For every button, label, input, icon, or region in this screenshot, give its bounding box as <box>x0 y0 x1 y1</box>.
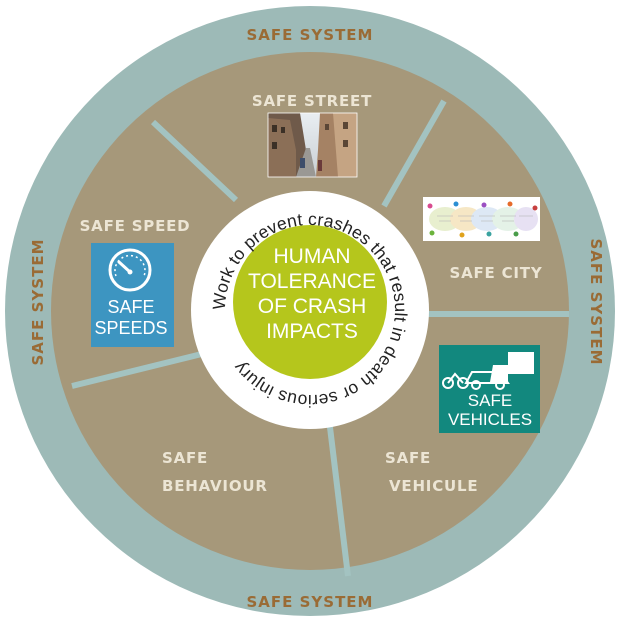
label-safe-speed: SAFE SPEED <box>80 217 191 235</box>
speedometer-icon <box>108 248 152 292</box>
label-safe-behaviour-1: SAFE <box>162 449 208 467</box>
street-photo <box>267 112 358 178</box>
speeds-badge-line-1: SAFE <box>107 297 154 317</box>
segment-labels: SAFE STREET SAFE SPEED SAFE CITY SAFE BE… <box>80 92 542 495</box>
vehicles-icon <box>442 352 534 390</box>
label-safe-behaviour-2: BEHAVIOUR <box>162 477 268 495</box>
outer-label-left: SAFE SYSTEM <box>29 238 47 365</box>
center-line-2: TOLERANCE <box>248 270 376 293</box>
safe-speeds-badge: SAFE SPEEDS <box>91 243 174 347</box>
city-diagram-image <box>423 197 540 241</box>
safe-vehicles-badge: SAFE VEHICLES <box>439 345 540 433</box>
center-core <box>233 225 387 379</box>
divider-left <box>71 346 223 389</box>
center-line-1: HUMAN <box>274 245 351 268</box>
label-safe-vehicule-2: VEHICULE <box>389 477 478 495</box>
speeds-badge-line-2: SPEEDS <box>94 318 167 338</box>
divider-top-left <box>150 119 239 203</box>
outer-labels: SAFE SYSTEM SAFE SYSTEM SAFE SYSTEM SAFE… <box>29 26 605 611</box>
center-line-3: OF CRASH <box>258 295 367 318</box>
center-text: HUMAN TOLERANCE OF CRASH IMPACTS <box>248 245 376 343</box>
outer-label-bottom: SAFE SYSTEM <box>246 593 373 611</box>
divider-bottom <box>326 418 351 577</box>
vehicles-badge-line-2: VEHICLES <box>448 410 532 429</box>
segment-dividers <box>71 99 569 577</box>
outer-label-right: SAFE SYSTEM <box>587 238 605 365</box>
outer-label-top: SAFE SYSTEM <box>246 26 373 44</box>
label-safe-street: SAFE STREET <box>252 92 372 110</box>
center-line-4: IMPACTS <box>266 320 358 343</box>
vehicles-badge-line-1: SAFE <box>468 391 512 410</box>
label-safe-vehicule-1: SAFE <box>385 449 431 467</box>
label-safe-city: SAFE CITY <box>449 264 542 282</box>
divider-top-right <box>381 99 447 208</box>
